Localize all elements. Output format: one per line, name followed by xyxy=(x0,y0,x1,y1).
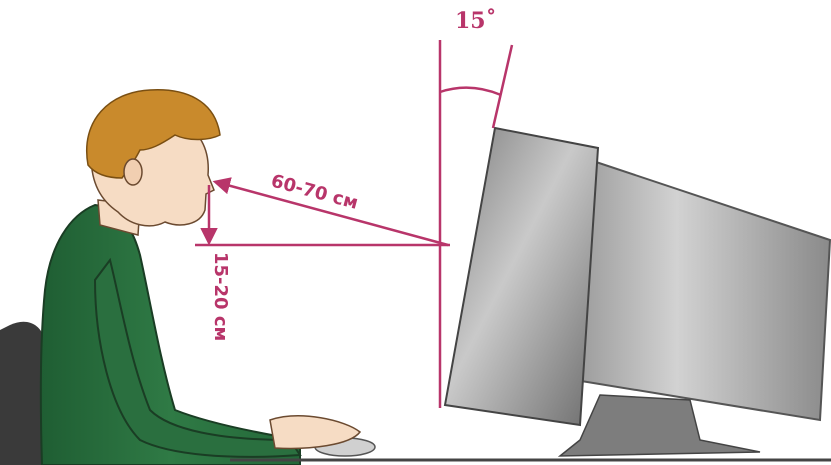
viewing-distance-arrow xyxy=(212,177,449,247)
tilt-angle-arc xyxy=(439,86,502,97)
monitor-stand xyxy=(557,394,761,457)
angle-label: 15˚ xyxy=(455,8,497,34)
chair xyxy=(0,321,45,465)
person-hair xyxy=(86,89,221,179)
tilt-reference-line xyxy=(491,44,514,129)
person-arm xyxy=(93,257,302,458)
monitor-body xyxy=(573,158,831,422)
eye-distance-label: 60-70 см xyxy=(269,171,361,214)
monitor-screen xyxy=(443,126,600,427)
eye-height-label: 15-20 см xyxy=(210,252,231,341)
person-hand xyxy=(269,415,362,450)
person-ear xyxy=(123,158,143,186)
